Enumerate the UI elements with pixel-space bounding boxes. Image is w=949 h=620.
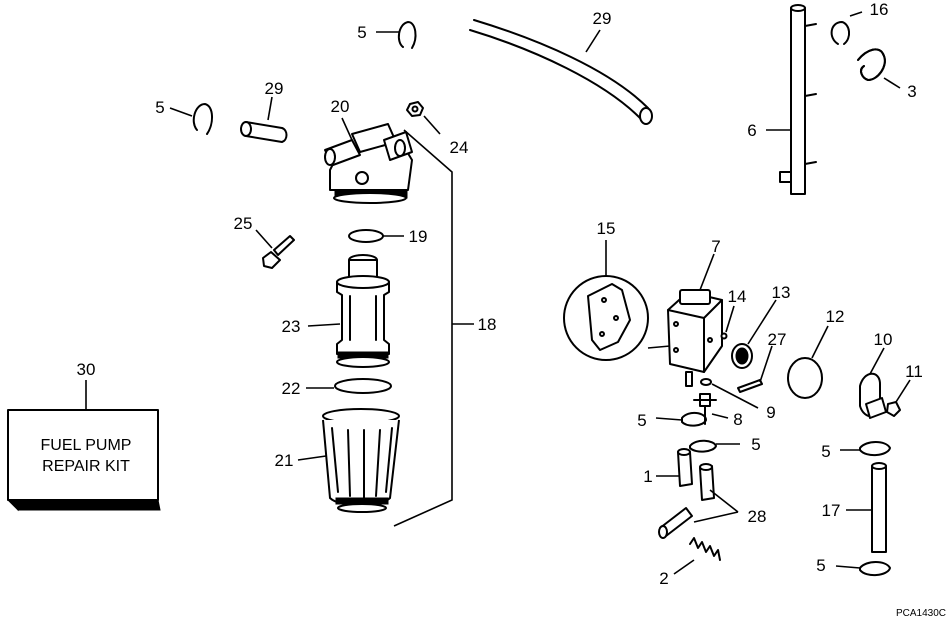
hose-part-1 (677, 448, 693, 487)
callout-5-top: 5 (357, 23, 366, 42)
gasket-detail-part-15 (563, 275, 649, 361)
callout-25: 25 (234, 214, 253, 233)
repair-kit-box: FUEL PUMP REPAIR KIT (7, 409, 161, 512)
clamp-part-5-right-upper (859, 441, 891, 456)
callout-5-pump-right: 5 (751, 435, 760, 454)
callout-9: 9 (766, 403, 775, 422)
callout-18: 18 (478, 315, 497, 334)
clamp-part-5-right-lower (859, 561, 891, 576)
callout-7: 7 (711, 237, 720, 256)
o-ring-part-22 (334, 378, 392, 394)
callout-28: 28 (748, 507, 767, 526)
callout-12: 12 (826, 307, 845, 326)
callout-10: 10 (874, 330, 893, 349)
callout-15: 15 (597, 219, 616, 238)
clamp-part-5-pump-left (681, 412, 707, 427)
clip-part-5-left (192, 103, 213, 135)
callout-29-long: 29 (593, 9, 612, 28)
clip-part-9 (700, 378, 712, 386)
callout-14: 14 (728, 287, 747, 306)
elbow-part-3 (857, 48, 886, 81)
callout-16: 16 (870, 0, 889, 19)
filter-bowl-part-21 (322, 408, 400, 513)
filter-element-part-23 (336, 254, 390, 368)
long-hose-part-29 (469, 19, 653, 125)
callout-19: 19 (409, 227, 428, 246)
callout-5-left: 5 (155, 98, 164, 117)
callout-29-short: 29 (265, 79, 284, 98)
fuel-pump-part-7 (647, 289, 723, 387)
short-hose-part-29 (240, 121, 288, 143)
kit-label-line2: REPAIR KIT (42, 458, 130, 475)
figure-code: PCA1430C (896, 608, 946, 619)
callout-24: 24 (450, 138, 469, 157)
o-ring-part-12 (787, 357, 823, 399)
callout-11: 11 (905, 362, 923, 381)
callout-22: 22 (282, 379, 301, 398)
spring-part-2 (689, 537, 721, 561)
hose-part-17 (871, 462, 887, 553)
clip-part-16 (830, 21, 850, 45)
callout-5-pump-left: 5 (637, 411, 646, 430)
callout-5-right-lower: 5 (816, 556, 825, 575)
callout-30: 30 (77, 360, 96, 379)
callout-27: 27 (768, 330, 787, 349)
callout-2: 2 (659, 569, 668, 588)
clip-part-5-top (397, 21, 417, 49)
callout-1: 1 (643, 467, 652, 486)
screw-part-27 (737, 379, 763, 393)
filter-head-part-20 (324, 123, 413, 204)
hose-part-28-lower (658, 507, 693, 539)
nut-part-24 (406, 101, 424, 117)
screw-part-11 (886, 401, 901, 417)
kit-label-line1: FUEL PUMP (41, 437, 132, 454)
diaphragm-part-13 (731, 343, 753, 369)
o-ring-part-19 (348, 229, 384, 243)
callout-20: 20 (331, 97, 350, 116)
screw-part-25 (262, 235, 295, 269)
hose-part-28-upper (699, 463, 715, 501)
cover-part-10 (859, 372, 887, 419)
clamp-part-5-pump-right (689, 439, 717, 453)
callout-3: 3 (907, 82, 916, 101)
manifold-part-6 (779, 4, 817, 195)
check-valve-part-14 (720, 332, 728, 340)
callout-17: 17 (822, 501, 841, 520)
callout-5-right-upper: 5 (821, 442, 830, 461)
callout-13: 13 (772, 283, 791, 302)
callout-21: 21 (275, 451, 294, 470)
callout-6: 6 (747, 121, 756, 140)
callout-23: 23 (282, 317, 301, 336)
callout-8: 8 (733, 410, 742, 429)
